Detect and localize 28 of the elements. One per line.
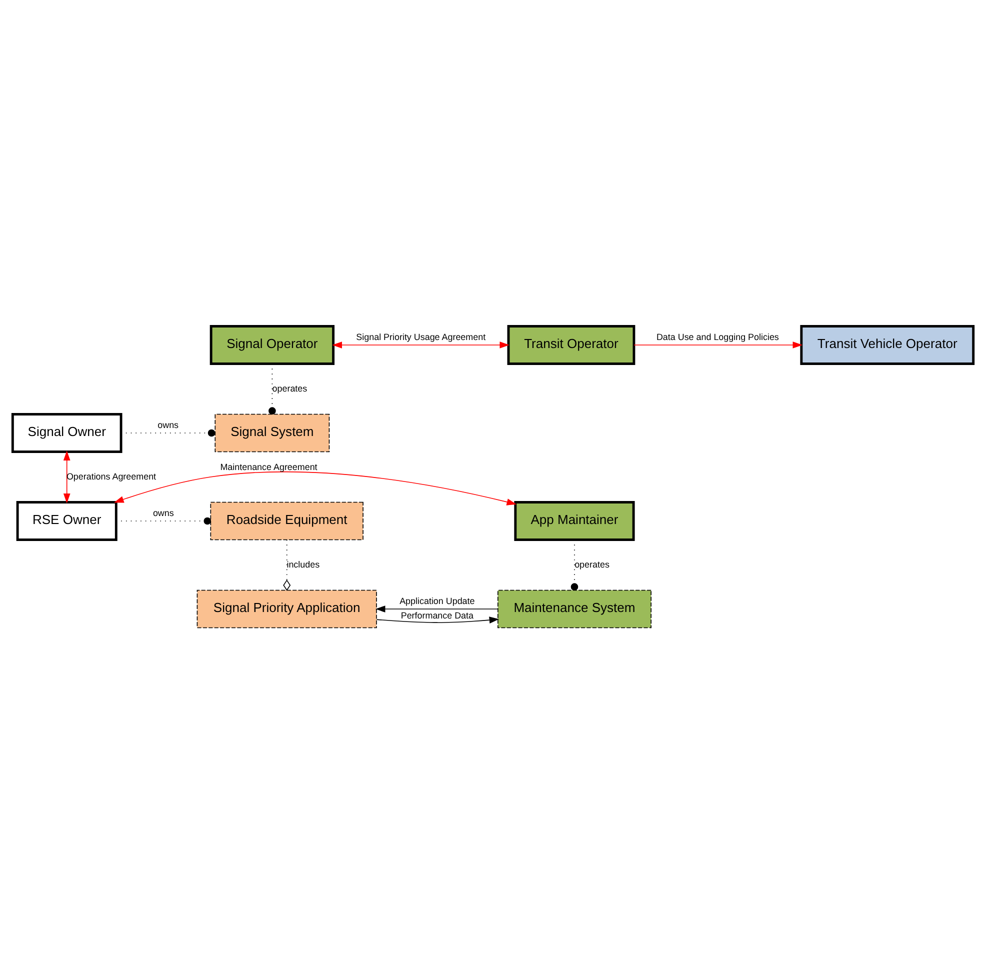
edge-label: owns: [158, 420, 179, 430]
edge-label: Performance Data: [400, 610, 474, 621]
node-box: Roadside Equipment: [210, 502, 364, 540]
arrow: [375, 606, 498, 612]
edge-label: owns: [152, 508, 174, 518]
arrow: [63, 450, 70, 504]
connector: [283, 540, 291, 591]
edge-label: includes: [286, 559, 320, 570]
edge-label: operates: [272, 383, 308, 394]
edge-label: Data Use and Logging Policies: [656, 332, 779, 342]
arrow: [332, 342, 510, 348]
edge-label: Application Update: [400, 596, 475, 606]
node-box: RSE Owner: [16, 501, 118, 541]
node-box: Signal Owner: [11, 413, 122, 453]
node-box: Transit Vehicle Operator: [800, 325, 975, 365]
edge-label: Signal Priority Usage Agreement: [356, 332, 486, 342]
node-box: App Maintainer: [514, 501, 635, 541]
arrow: [114, 471, 517, 506]
node-box: Signal Operator: [210, 325, 335, 365]
node-box: Transit Operator: [507, 325, 636, 365]
arrow: [376, 616, 500, 624]
node-box: Maintenance System: [497, 590, 652, 628]
arrow: [634, 342, 803, 348]
edge-label: operates: [574, 559, 610, 570]
edge-label: Maintenance Agreement: [220, 462, 318, 472]
node-box: Signal Priority Application: [196, 590, 377, 628]
edge-label: Operations Agreement: [66, 471, 156, 482]
node-box: Signal System: [214, 414, 330, 452]
